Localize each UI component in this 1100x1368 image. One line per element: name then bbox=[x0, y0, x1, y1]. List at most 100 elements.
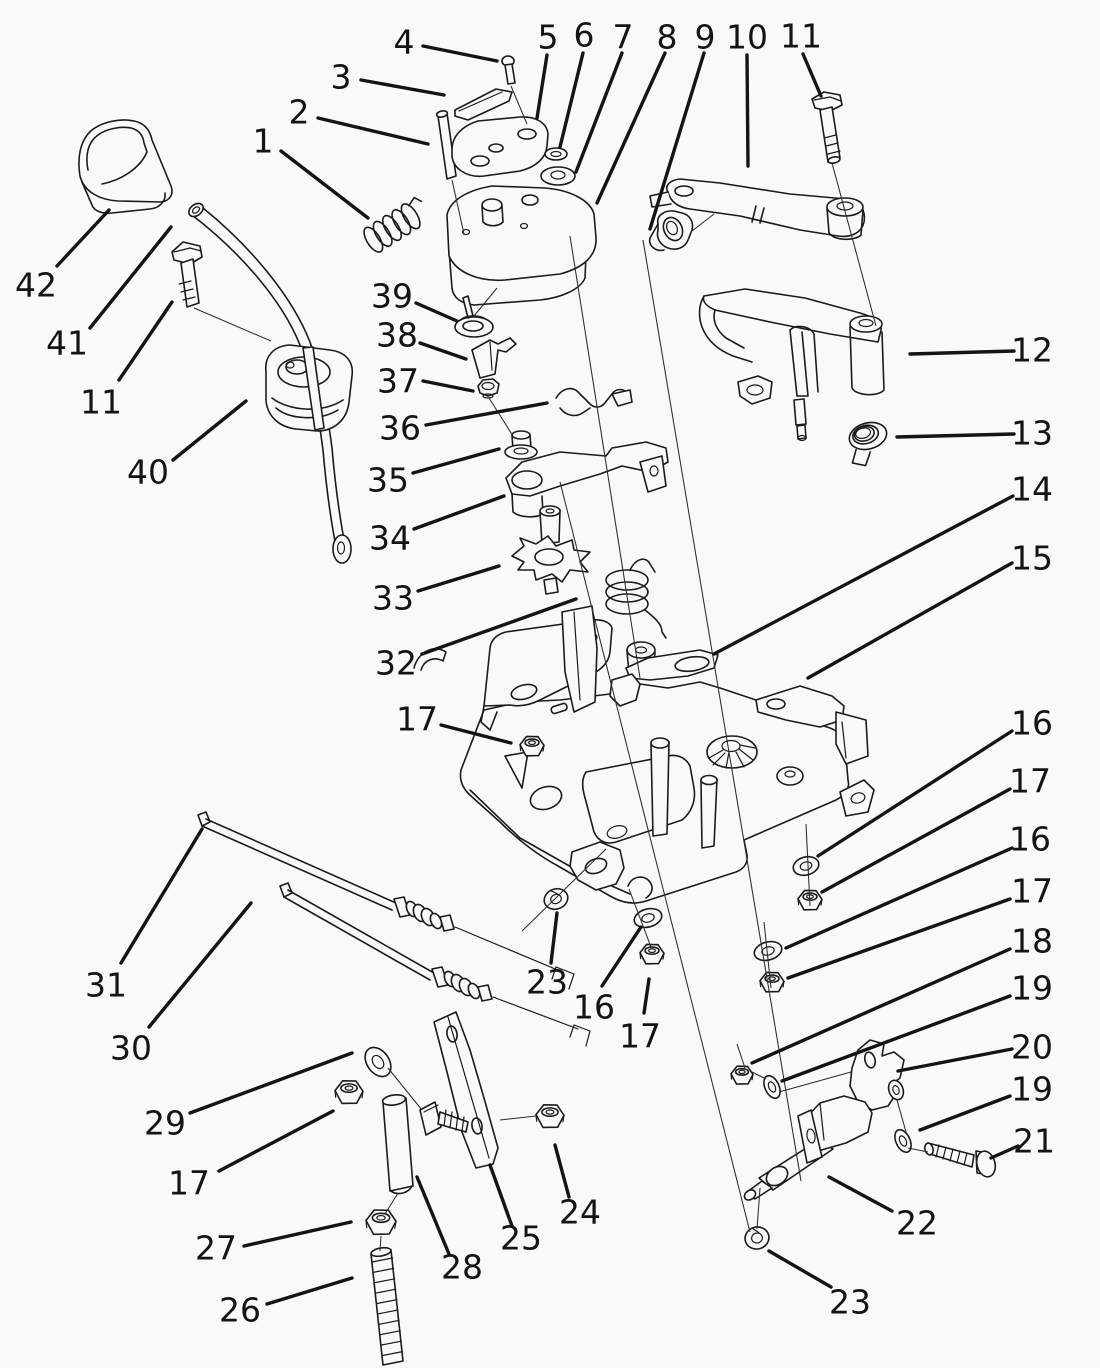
part-indicator-plate bbox=[454, 88, 513, 121]
leader-line-lever-arm bbox=[412, 494, 506, 531]
leader-line-frame-slot bbox=[712, 494, 1015, 656]
callout-label-hex-bolt: 21 bbox=[1013, 1122, 1055, 1161]
part-flat-washer bbox=[763, 1074, 781, 1100]
part-support-plate-25 bbox=[433, 1011, 499, 1169]
leader-line-flange-nut bbox=[421, 379, 475, 393]
leader-line-shift-knob bbox=[55, 208, 111, 268]
part-hex-bolt-top bbox=[811, 91, 843, 164]
leader-line-wave-washer bbox=[414, 301, 459, 323]
leader-line-latch-lever bbox=[418, 341, 468, 361]
callout-label-cover-plate: 5 bbox=[538, 18, 559, 57]
leader-line-threaded-rod bbox=[265, 1276, 354, 1306]
part-lever-bracket bbox=[265, 344, 354, 432]
part-upper-cable bbox=[197, 811, 575, 990]
part-latch-lever bbox=[471, 337, 517, 379]
leader-line-flat-washer bbox=[574, 51, 624, 174]
callout-label-lock-nut: 18 bbox=[1011, 922, 1053, 961]
callout-label-support-bracket: 12 bbox=[1011, 331, 1053, 370]
callout-label-torsion-spring: 32 bbox=[375, 644, 417, 683]
callout-label-spring-clip: 36 bbox=[379, 409, 421, 448]
part-slotted-washer bbox=[744, 1226, 770, 1250]
callout-label-flat-washer: 16 bbox=[1009, 820, 1051, 859]
leader-line-hex-nut bbox=[242, 1220, 353, 1248]
callout-label-hex-nut: 24 bbox=[559, 1193, 601, 1232]
part-shift-knob bbox=[78, 119, 173, 214]
callout-label-support-plate: 25 bbox=[500, 1219, 542, 1258]
part-spring-clip bbox=[555, 387, 633, 417]
callout-label-pivot-shaft: 22 bbox=[896, 1204, 938, 1243]
leader-line-curved-washer bbox=[188, 1051, 354, 1115]
part-cam-gear bbox=[511, 505, 591, 595]
leader-line-upper-control-cable bbox=[119, 827, 204, 965]
part-flat-washer bbox=[633, 907, 663, 929]
callout-label-frame-bracket: 15 bbox=[1011, 539, 1053, 578]
leader-line-shoulder-bolt bbox=[411, 447, 501, 475]
lever-through-bracket bbox=[302, 346, 325, 431]
part-support-bracket bbox=[698, 288, 885, 442]
leader-line-hex-nut bbox=[553, 1143, 571, 1199]
part-hex-nut bbox=[639, 943, 665, 965]
callout-label-cam-gear: 33 bbox=[372, 579, 414, 618]
leader-line-lock-nut bbox=[642, 977, 651, 1015]
leader-line-shift-lever bbox=[88, 225, 173, 330]
callout-label-slotted-washer: 23 bbox=[829, 1283, 871, 1322]
frame-spring-keeper bbox=[561, 605, 598, 713]
callout-label-lower-control-cable: 30 bbox=[110, 1029, 152, 1068]
callout-label-flange-bushing: 13 bbox=[1011, 414, 1053, 453]
part-torsion-spring bbox=[605, 558, 667, 639]
part-flat-washer bbox=[894, 1128, 912, 1154]
part-hex-bolt-left bbox=[171, 241, 203, 308]
part-flat-washer-7 bbox=[540, 166, 576, 186]
callout-label-lever-arm: 34 bbox=[369, 519, 411, 558]
callout-label-curved-washer: 29 bbox=[144, 1104, 186, 1143]
callout-label-shift-arm: 10 bbox=[726, 18, 768, 57]
leader-line-flat-washer bbox=[816, 729, 1014, 858]
frame-wire-clip bbox=[413, 648, 447, 671]
frame-boss bbox=[626, 641, 656, 659]
callout-label-upper-control-cable: 31 bbox=[85, 966, 127, 1005]
callout-label-lock-nut: 17 bbox=[619, 1017, 661, 1056]
callout-label-flat-washer: 19 bbox=[1011, 1070, 1053, 1109]
leader-line-indicator-plate bbox=[359, 78, 446, 97]
callout-label-hex-nut: 27 bbox=[195, 1229, 237, 1268]
leader-line-pivot-bracket bbox=[896, 1047, 1014, 1073]
part-pivot-housing bbox=[446, 185, 597, 306]
callout-label-retaining-ring: 6 bbox=[574, 16, 595, 55]
callout-label-screw: 4 bbox=[394, 23, 415, 62]
leader-line-cam-gear bbox=[416, 564, 501, 593]
frame-pin-2 bbox=[700, 778, 718, 849]
callout-label-flat-washer: 7 bbox=[613, 18, 634, 57]
part-cover-plate bbox=[451, 116, 549, 178]
callout-label-pivot-bracket: 20 bbox=[1011, 1028, 1053, 1067]
part-cable-ferrule bbox=[648, 210, 694, 252]
callout-label-pivot-pin: 2 bbox=[289, 93, 310, 132]
leader-line-support-bracket bbox=[908, 349, 1016, 356]
leader-line-compression-spring bbox=[279, 149, 370, 220]
callout-label-hex-bolt: 11 bbox=[80, 383, 122, 422]
callout-label-flat-washer: 16 bbox=[1011, 704, 1053, 743]
part-shift-arm bbox=[649, 178, 866, 241]
leader-line-cover-plate bbox=[535, 53, 549, 120]
leader-line-lock-nut bbox=[217, 1109, 335, 1173]
part-pivot-shaft-22 bbox=[743, 1095, 873, 1201]
leader-line-slotted-washer bbox=[767, 1249, 833, 1289]
part-wave-washer bbox=[454, 295, 494, 338]
frame-tongue bbox=[569, 841, 625, 891]
part-flange-bushing bbox=[848, 421, 888, 467]
leader-line-spring-clip bbox=[424, 401, 549, 427]
callout-label-indicator-plate: 3 bbox=[331, 58, 352, 97]
part-hex-nut bbox=[365, 1209, 397, 1236]
part-threaded-rod-26 bbox=[370, 1246, 404, 1366]
leader-line-retaining-ring bbox=[558, 51, 585, 149]
leader-line-lock-nut bbox=[820, 787, 1012, 894]
part-hex-nut bbox=[535, 1104, 565, 1129]
callout-label-lock-nut: 17 bbox=[1009, 762, 1051, 801]
part-pivot-pin bbox=[435, 110, 457, 180]
leader-line-lever-bracket bbox=[171, 399, 248, 462]
callout-label-frame-slot: 14 bbox=[1011, 470, 1053, 509]
callout-label-lock-nut: 17 bbox=[1011, 872, 1053, 911]
part-flat-washer bbox=[364, 1046, 392, 1078]
leader-line-lock-nut bbox=[439, 723, 513, 745]
